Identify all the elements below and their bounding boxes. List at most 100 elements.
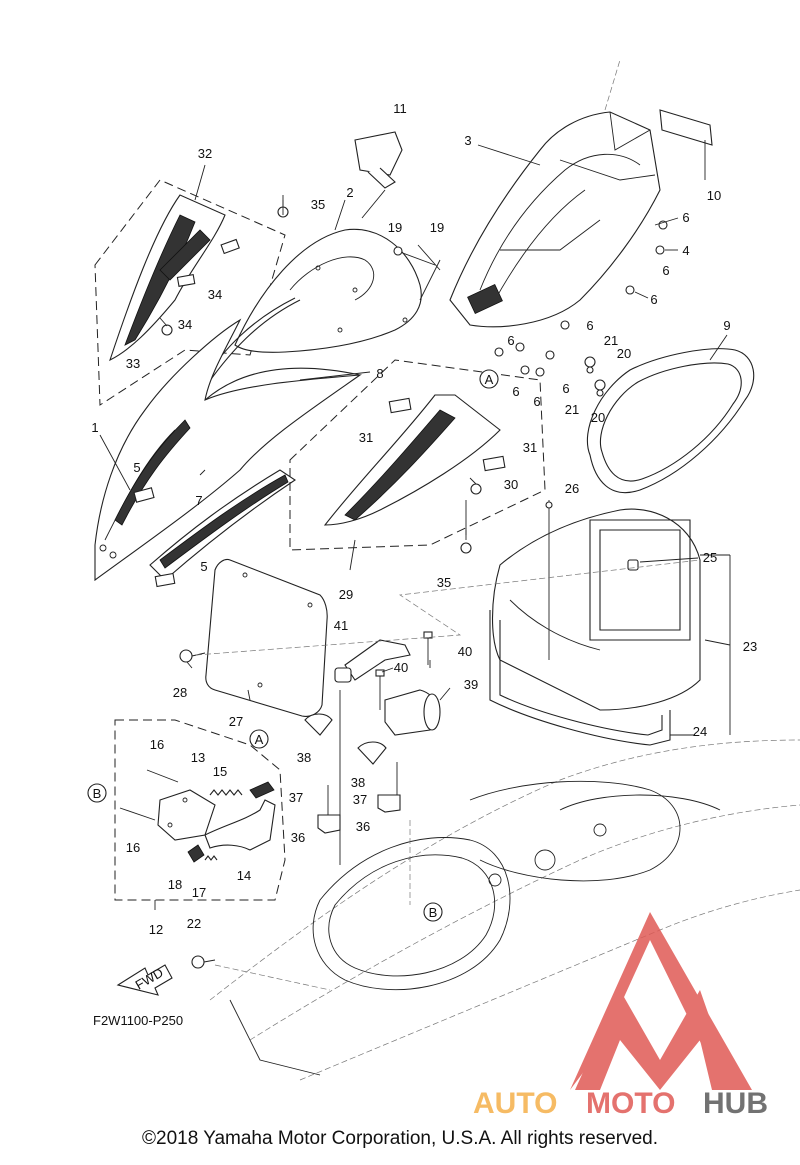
callout-b-left: B (87, 783, 107, 803)
part-10-label (659, 109, 713, 146)
label-38a: 38 (297, 750, 311, 765)
part-14-lever (204, 781, 276, 851)
callout-b-hull: B (423, 902, 443, 922)
label-17: 17 (192, 885, 206, 900)
part-29-panel (323, 394, 501, 526)
label-21b: 21 (565, 402, 579, 417)
label-20b: 20 (591, 410, 605, 425)
part-2-deck-cover (234, 228, 422, 353)
fwd-arrow-icon: FWD (116, 964, 173, 996)
label-34b: 34 (178, 317, 192, 332)
label-6a: 6 (682, 210, 689, 225)
part-38-clip-a (304, 713, 333, 736)
svg-text:B: B (429, 905, 438, 920)
label-30: 30 (504, 477, 518, 492)
label-37a: 37 (289, 790, 303, 805)
part-34-pad-b (176, 274, 196, 287)
part-39-housing (384, 689, 441, 736)
label-41: 41 (334, 618, 348, 633)
label-26: 26 (565, 481, 579, 496)
part-labels: 11 3 32 35 2 10 19 19 6 4 6 6 34 34 33 9… (91, 101, 757, 937)
label-25: 25 (703, 550, 717, 565)
label-14: 14 (237, 868, 251, 883)
label-16b: 16 (126, 840, 140, 855)
part-34-pad-a (220, 238, 240, 255)
label-11: 11 (393, 101, 407, 116)
part-13-plate (157, 789, 216, 841)
label-33: 33 (126, 356, 140, 371)
group-32-outline (94, 179, 286, 406)
part-23-storage-bin (491, 508, 701, 711)
part-27-cover (205, 558, 328, 717)
hull-ghost-outline (209, 739, 800, 1081)
label-9: 9 (723, 318, 730, 333)
label-6g: 6 (562, 381, 569, 396)
label-36b: 36 (356, 819, 370, 834)
part-17-spring (204, 855, 218, 861)
part-38-clip-b (357, 741, 387, 765)
label-24: 24 (693, 724, 707, 739)
label-20a: 20 (617, 346, 631, 361)
label-23: 23 (743, 639, 757, 654)
part-41-bracket (334, 639, 411, 683)
part-5-pad-b (154, 572, 176, 588)
label-6b: 6 (662, 263, 669, 278)
label-40a: 40 (458, 644, 472, 659)
label-35a: 35 (311, 197, 325, 212)
part-40-rods (375, 631, 433, 710)
svg-text:A: A (255, 732, 264, 747)
label-16a: 16 (150, 737, 164, 752)
logo-text-auto: AUTO (473, 1087, 557, 1120)
part-25-plug (627, 559, 639, 571)
label-1: 1 (91, 420, 98, 435)
label-3: 3 (464, 133, 471, 148)
part-16-rod-a (146, 769, 179, 783)
label-13: 13 (191, 750, 205, 765)
label-8: 8 (376, 366, 383, 381)
label-6h: 6 (533, 394, 540, 409)
label-37b: 37 (353, 792, 367, 807)
part-24-gasket (489, 610, 671, 746)
part-32-panel (109, 194, 226, 362)
part-22-bolt (191, 955, 216, 969)
automotohub-logo: AUTO MOTO HUB (473, 912, 768, 1120)
label-7: 7 (195, 493, 202, 508)
label-29: 29 (339, 587, 353, 602)
label-2: 2 (346, 185, 353, 200)
part-16-rod-b (119, 807, 156, 821)
part-31-pad-a (388, 397, 412, 414)
logo-text-hub: HUB (703, 1087, 768, 1120)
part-26-pin (545, 500, 553, 660)
group-29-outline (289, 359, 546, 551)
label-38b: 38 (351, 775, 365, 790)
part-5-pad-a (133, 487, 155, 503)
label-28: 28 (173, 685, 187, 700)
part-7-side-panel (149, 469, 296, 581)
part-3-upper-deck (449, 111, 661, 328)
label-6c: 6 (650, 292, 657, 307)
label-39: 39 (464, 677, 478, 692)
label-40b: 40 (394, 660, 408, 675)
label-10: 10 (707, 188, 721, 203)
label-21a: 21 (604, 333, 618, 348)
copyright-notice: ©2018 Yamaha Motor Corporation, U.S.A. A… (142, 1128, 658, 1149)
label-31b: 31 (523, 440, 537, 455)
part-18-latch (187, 844, 205, 863)
label-4: 4 (682, 243, 689, 258)
svg-text:B: B (93, 786, 102, 801)
label-19a: 19 (388, 220, 402, 235)
label-22: 22 (187, 916, 201, 931)
part-15-spring (209, 789, 243, 796)
part-37-pins (327, 762, 398, 815)
label-6f: 6 (512, 384, 519, 399)
label-12: 12 (149, 922, 163, 937)
leader-lines (195, 59, 701, 991)
label-31a: 31 (359, 430, 373, 445)
part-30-bolt (469, 477, 482, 495)
label-19b: 19 (430, 220, 444, 235)
part-11-grip (354, 131, 403, 219)
part-31-pad-b (482, 455, 506, 472)
callout-a-lower: A (249, 729, 269, 749)
label-18: 18 (168, 877, 182, 892)
